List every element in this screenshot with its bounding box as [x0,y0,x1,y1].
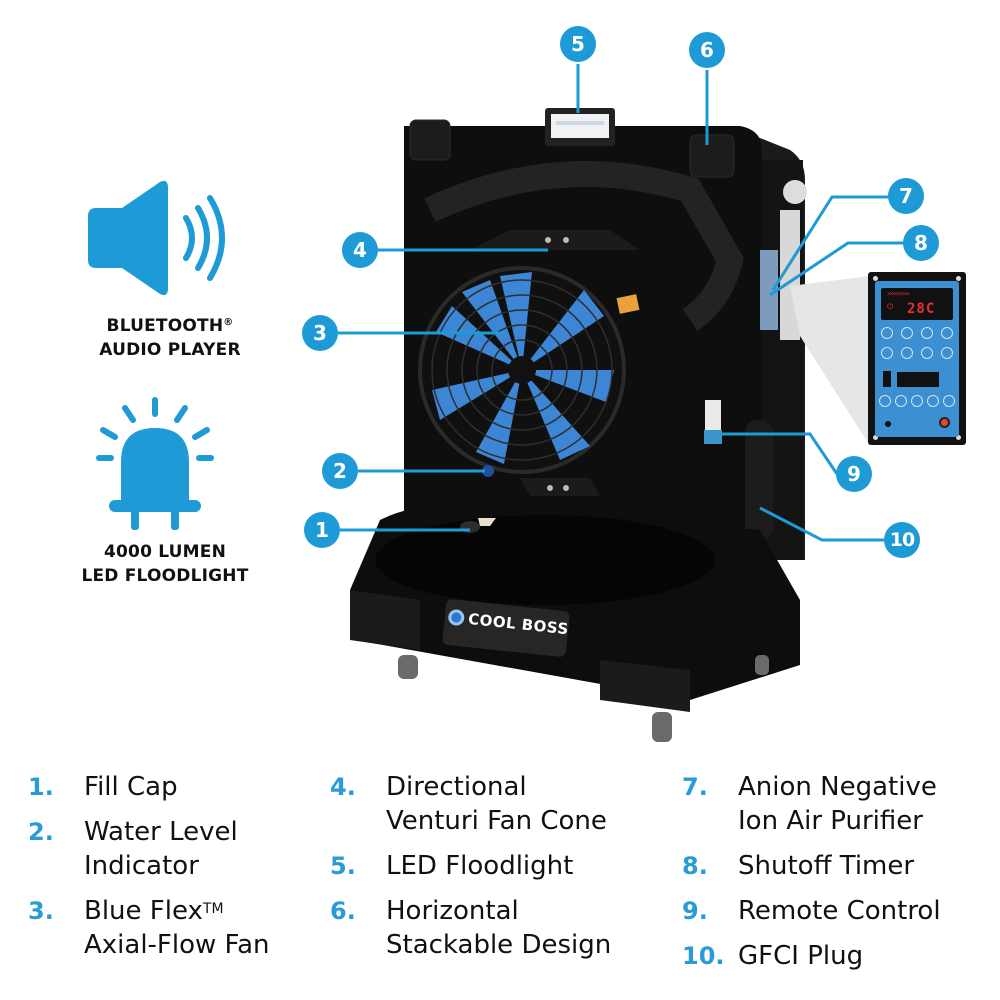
bluetooth-label: BLUETOOTH® AUDIO PLAYER [99,316,241,360]
legend-item: 6. Horizontal Stackable Design [330,894,611,962]
aux-jack [885,421,891,427]
inset-pointer [790,276,870,446]
legend-item: 5. LED Floodlight [330,849,611,883]
up-button[interactable] [901,347,913,359]
callout-2-water-level: 2 [322,453,358,489]
callout-3-fan: 3 [302,315,338,351]
power-button[interactable] [881,327,893,339]
usb-port [883,371,891,387]
control-panel-frame: ›››››››››› ⏻ 28C [868,272,966,445]
legend-number: 7. [682,773,708,801]
evaporative-cooler-image [350,108,807,742]
callout-1-fill-cap: 1 [304,512,340,548]
timer-button[interactable] [881,347,893,359]
temperature-readout: 28C [907,301,936,317]
callout-7-anion: 7 [888,178,924,214]
down-button[interactable] [921,347,933,359]
legend-number: 10. [682,942,725,970]
legend-column-3: 7. Anion Negative Ion Air Purifier 8. Sh… [682,770,941,973]
legend-number: 3. [28,897,54,925]
legend-number: 5. [330,852,356,880]
legend-text: Horizontal Stackable Design [386,896,612,960]
control-panel: ›››››››››› ⏻ 28C [875,281,959,437]
cooling-button[interactable] [921,327,933,339]
fan-button[interactable] [901,327,913,339]
light-button[interactable] [941,347,953,359]
play-pause-button[interactable] [911,395,923,407]
legend-text: Directional Venturi Fan Cone [386,772,607,836]
audio-display [897,372,939,387]
mode-button[interactable] [943,395,955,407]
floodlight-label: 4000 LUMEN LED FLOODLIGHT [81,542,249,586]
led-bulb-icon [96,397,214,530]
callout-9-remote: 9 [836,456,872,492]
legend-number: 4. [330,773,356,801]
power-indicator-icon: ⏻ [887,302,894,311]
legend-text: Water Level Indicator [84,817,238,881]
callout-6-stackable: 6 [689,32,725,68]
callout-leader-lines [338,64,905,542]
callout-4-fan-cone: 4 [342,232,378,268]
legend-column-1: 1. Fill Cap 2. Water Level Indicator 3. … [28,770,270,962]
callout-10-gfci: 10 [884,522,920,558]
callout-8-timer: 8 [903,225,939,261]
legend-number: 2. [28,818,54,846]
audio-power-button[interactable] [879,395,891,407]
legend-item: 1. Fill Cap [28,770,270,804]
legend-number: 9. [682,897,708,925]
legend-item: 9. Remote Control [682,894,941,928]
next-button[interactable] [927,395,939,407]
speed-chevrons: ›››››››››› [887,289,910,298]
legend-text: Remote Control [738,896,941,926]
legend-text: Anion Negative Ion Air Purifier [738,772,937,836]
legend-number: 6. [330,897,356,925]
legend-item: 10. GFCI Plug [682,939,941,973]
legend-item: 2. Water Level Indicator [28,815,270,883]
legend-column-2: 4. Directional Venturi Fan Cone 5. LED F… [330,770,611,962]
panel-display: ›››››››››› ⏻ 28C [881,288,953,320]
legend-text: LED Floodlight [386,851,574,881]
main-power-switch[interactable] [939,417,950,428]
anion-button[interactable] [941,327,953,339]
legend-item: 4. Directional Venturi Fan Cone [330,770,611,838]
speaker-icon [88,180,225,296]
legend-item: 7. Anion Negative Ion Air Purifier [682,770,941,838]
legend-text: Fill Cap [84,772,178,802]
legend-number: 1. [28,773,54,801]
legend-item: 8. Shutoff Timer [682,849,941,883]
legend-text: Shutoff Timer [738,851,915,881]
prev-button[interactable] [895,395,907,407]
legend-number: 8. [682,852,708,880]
legend-text: GFCI Plug [738,941,864,971]
callout-5-floodlight: 5 [560,26,596,62]
